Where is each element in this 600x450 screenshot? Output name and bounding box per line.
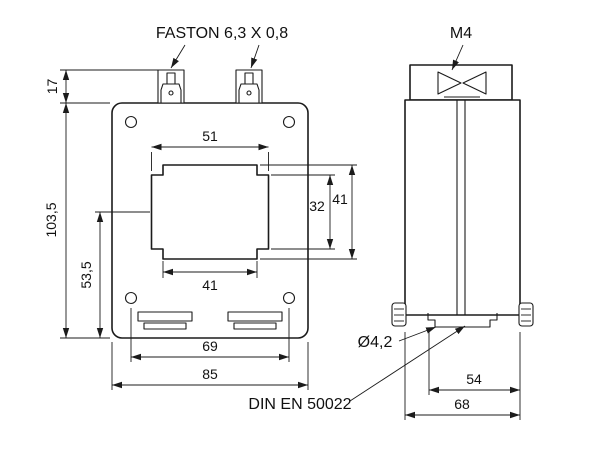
faston-terminal-right	[235, 69, 263, 104]
terminal-blade	[160, 83, 182, 104]
leader-line	[250, 44, 260, 69]
faston-label: FASTON 6,3 X 0,8	[156, 25, 288, 42]
dim-hole-spacing-label: 69	[202, 338, 218, 354]
callout-faston: FASTON 6,3 X 0,8	[156, 25, 288, 69]
dim-hole-spacing: 69	[130, 308, 290, 362]
faston-terminal-left	[157, 69, 185, 104]
side-body	[404, 99, 521, 316]
hole-dia-label: Ø4,2	[358, 334, 393, 351]
dim-rail-width-label: 54	[466, 371, 482, 387]
dim-total-depth-label: 68	[454, 396, 470, 412]
foot-bar-inner	[143, 322, 187, 330]
dim-rail-width: 54	[428, 332, 520, 395]
foot-bar	[137, 311, 193, 322]
clip-body	[518, 302, 534, 327]
mounting-hole	[282, 115, 296, 129]
rail-clip-left	[391, 302, 407, 327]
callout-din-rail: DIN EN 50022	[248, 325, 466, 413]
rail-clip-right	[518, 302, 534, 327]
foot-bar-inner	[233, 322, 277, 330]
side-view	[391, 64, 534, 328]
core-window	[150, 164, 270, 260]
leader-line	[170, 44, 186, 69]
dim-window-height-inner: 32	[271, 174, 335, 250]
dim-window-height-inner-label: 32	[309, 198, 325, 214]
dim-window-height: 41	[260, 164, 357, 260]
dim-window-width-bottom: 41	[162, 261, 258, 293]
mounting-foot-right	[227, 311, 283, 330]
foot-bar	[227, 311, 283, 322]
din-rail-label: DIN EN 50022	[248, 396, 351, 413]
leader-line	[398, 326, 437, 342]
terminal-dimple	[246, 90, 252, 96]
dim-terminal-height-label: 17	[44, 79, 60, 95]
mounting-hole	[124, 291, 138, 305]
dim-total-height: 103,5	[43, 103, 110, 339]
clip-body	[391, 302, 407, 327]
callout-m4: M4	[450, 25, 472, 71]
dim-window-width-bottom-label: 41	[202, 277, 218, 293]
dim-window-height-label: 41	[332, 191, 348, 207]
terminal-blade	[238, 83, 260, 104]
mounting-hole	[282, 291, 296, 305]
leader-line	[451, 44, 464, 71]
leader-line	[349, 325, 466, 402]
dim-total-width: 85	[111, 342, 309, 390]
dim-center-to-bottom: 53,5	[78, 211, 150, 338]
callout-hole-dia: Ø4,2	[358, 326, 437, 351]
dim-window-width-label: 51	[202, 128, 218, 144]
terminal-dimple	[168, 90, 174, 96]
mounting-hole	[124, 115, 138, 129]
dim-total-depth: 68	[404, 332, 521, 420]
front-view	[111, 69, 309, 339]
mounting-foot-left	[137, 311, 193, 330]
front-body	[111, 102, 309, 339]
dim-total-width-label: 85	[202, 366, 218, 382]
wing-left	[437, 71, 462, 95]
m4-label: M4	[450, 25, 472, 42]
dim-terminal-height: 17	[44, 69, 158, 104]
dim-center-to-bottom-label: 53,5	[78, 261, 94, 288]
dim-window-width: 51	[151, 128, 269, 171]
dim-total-height-label: 103,5	[43, 202, 59, 237]
wing-right	[462, 71, 487, 95]
